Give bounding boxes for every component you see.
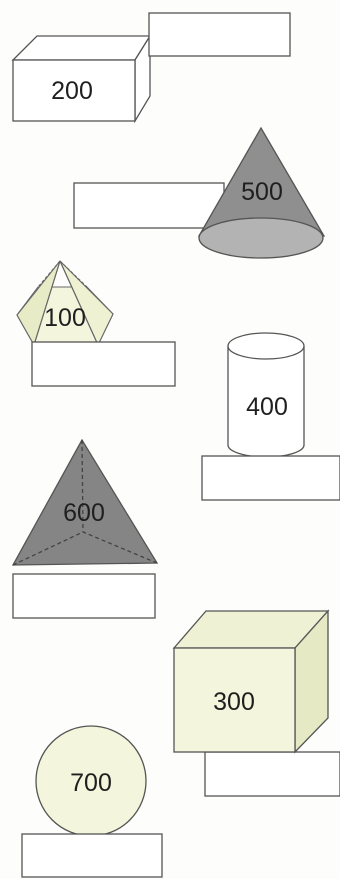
answer-box-tetrahedron[interactable] bbox=[13, 574, 155, 618]
cone-label: 500 bbox=[241, 178, 283, 206]
cuboid-label: 200 bbox=[51, 77, 93, 105]
answer-box-cuboid[interactable] bbox=[149, 13, 290, 56]
answer-box-sphere[interactable] bbox=[22, 834, 162, 877]
answer-box-cube[interactable] bbox=[205, 752, 340, 796]
cylinder-label: 400 bbox=[246, 393, 288, 421]
cube-shape bbox=[174, 611, 328, 752]
sphere-label: 700 bbox=[70, 769, 112, 797]
pyramid-label: 100 bbox=[44, 304, 86, 332]
pyramid-shape bbox=[17, 261, 113, 345]
answer-box-cylinder[interactable] bbox=[202, 456, 340, 500]
answer-box-pyramid[interactable] bbox=[32, 342, 175, 386]
tetrahedron-label: 600 bbox=[63, 499, 105, 527]
answer-box-cone[interactable] bbox=[74, 183, 224, 228]
cube-label: 300 bbox=[213, 688, 255, 716]
